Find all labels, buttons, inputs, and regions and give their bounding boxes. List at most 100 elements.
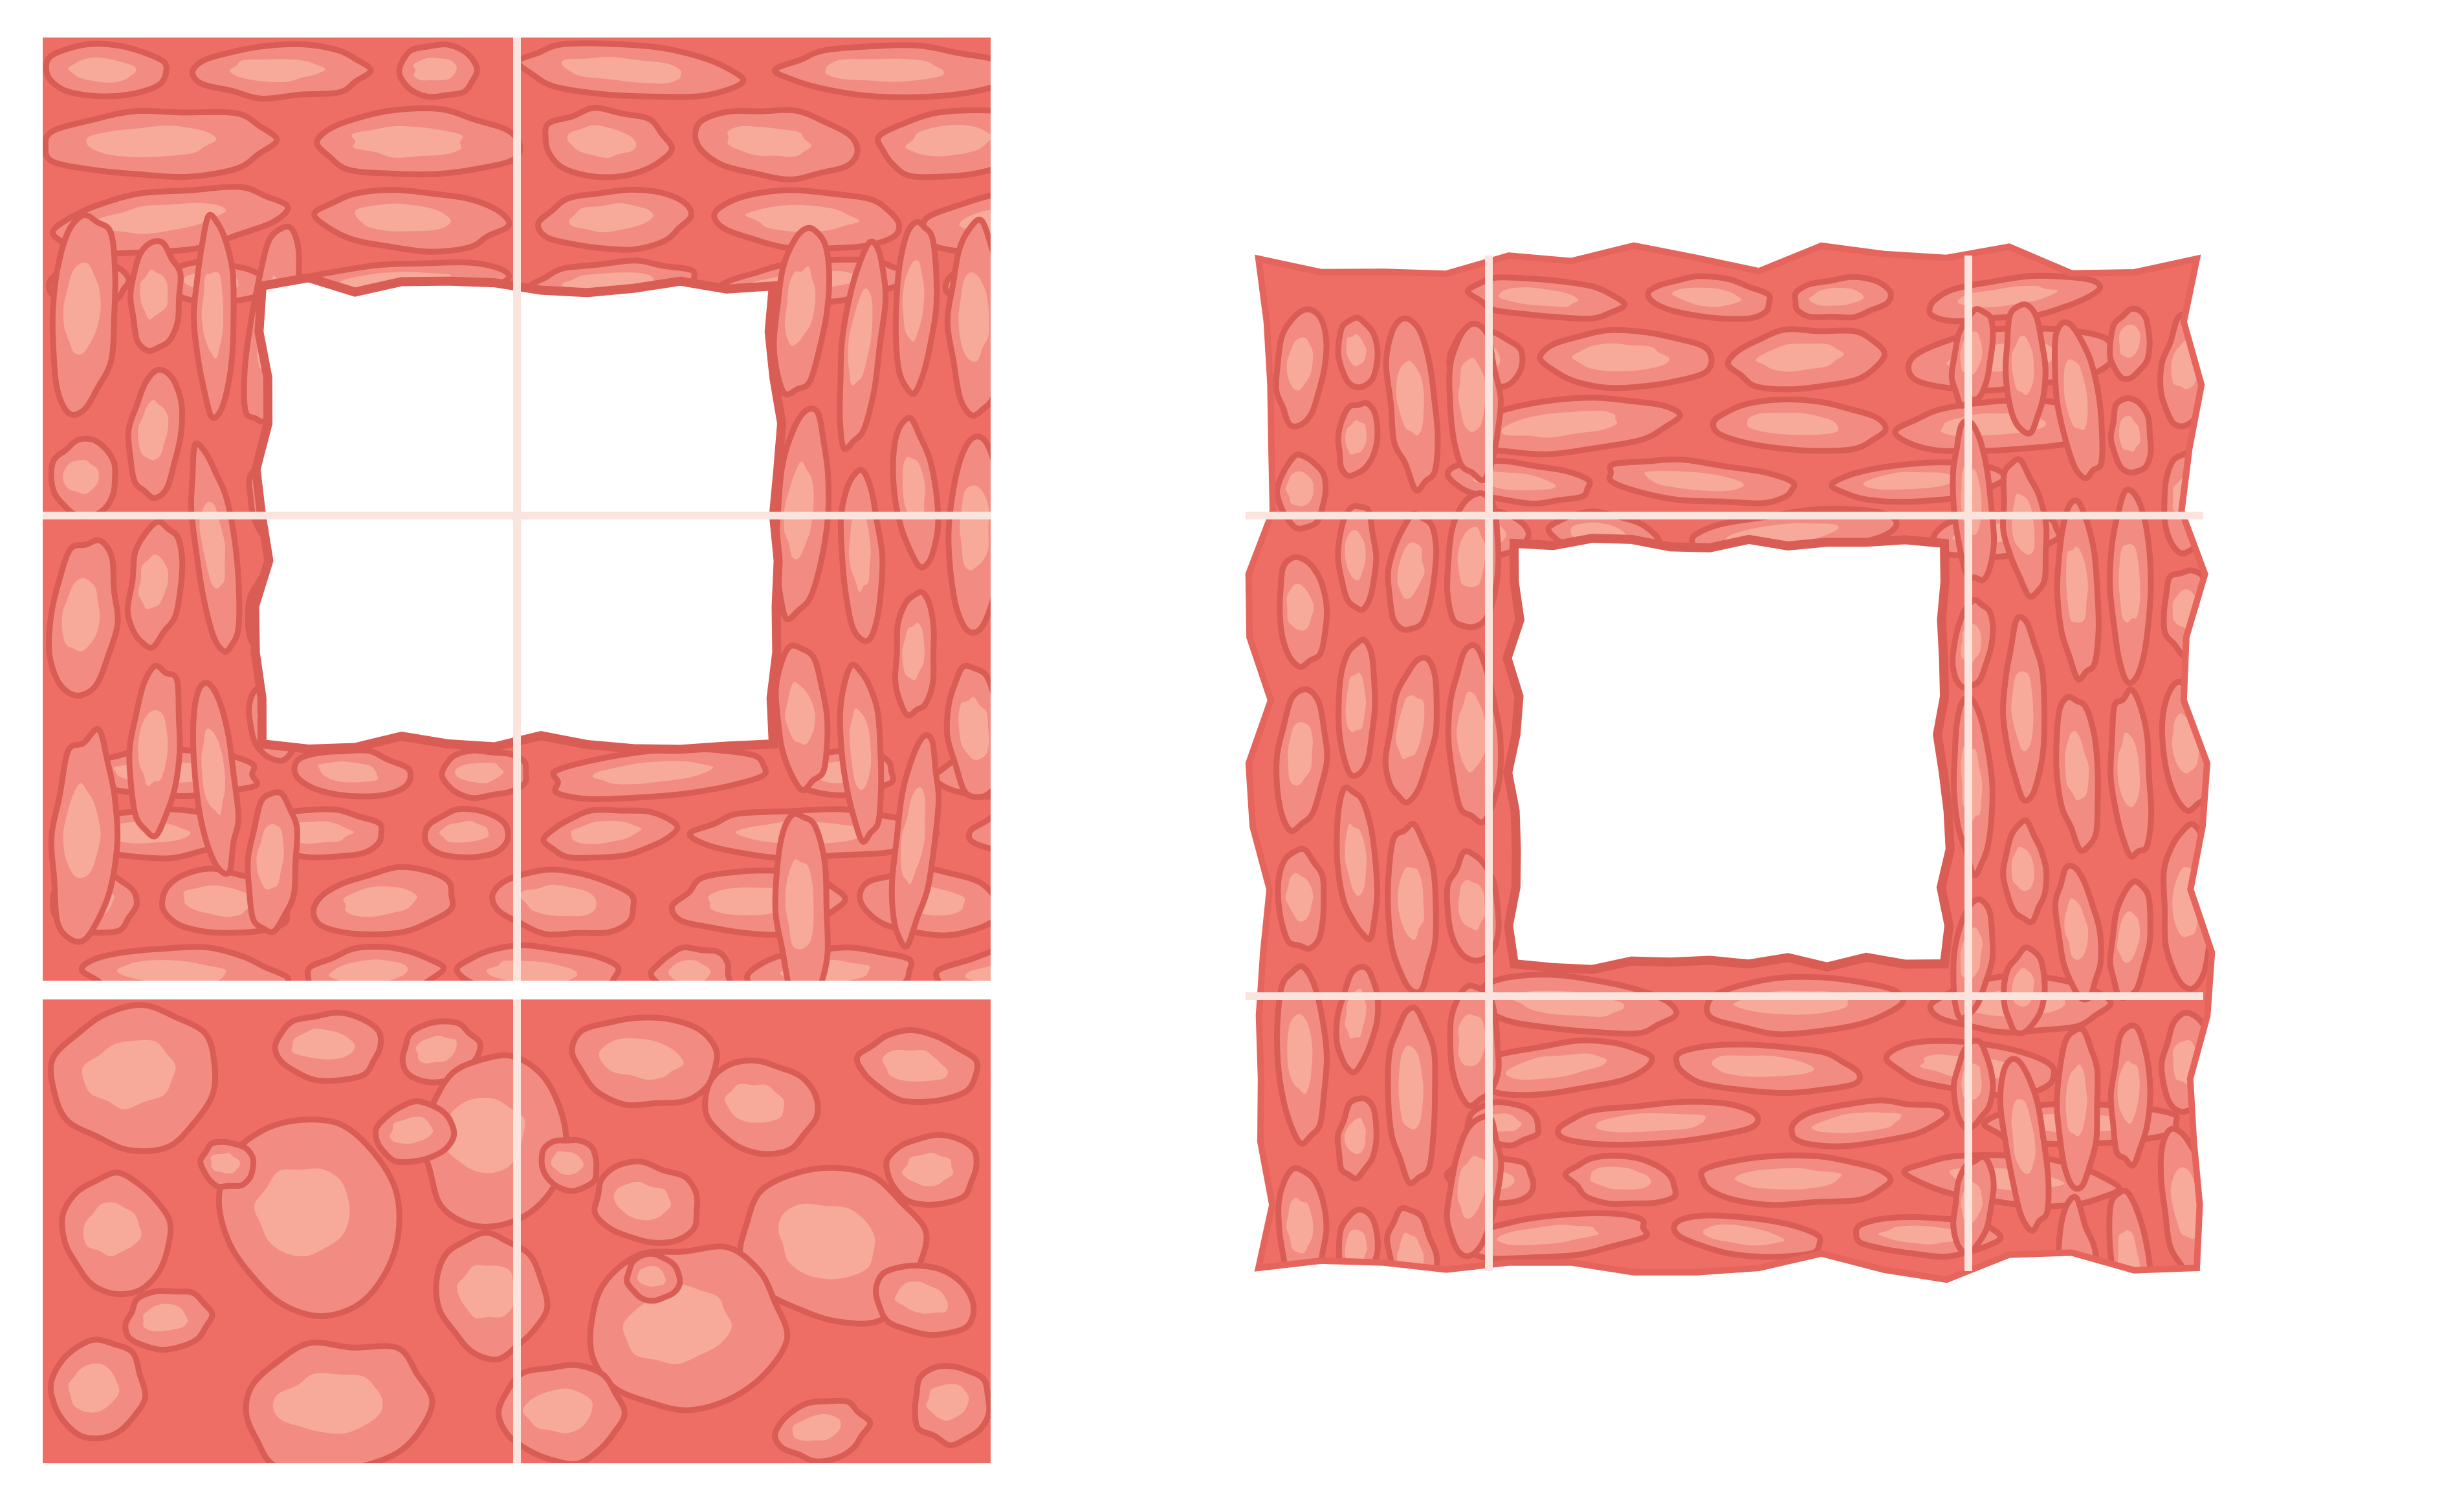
stone [892,589,937,719]
stone [1273,306,1330,430]
stone [188,440,243,655]
stone [396,41,480,100]
stone [122,1288,215,1353]
ring-inner-edge [1502,534,1955,974]
stone [1698,1152,1894,1208]
stone [215,1117,402,1320]
stone [1275,1165,1330,1280]
stone [1997,1056,2052,1234]
stone [773,642,831,794]
stone [291,747,414,800]
stone [1465,274,1628,322]
stone [853,1027,981,1105]
stone [43,108,280,180]
stone [1336,1206,1381,1280]
stone [1274,452,1329,532]
stone [1385,1005,1438,1186]
stone [1385,821,1439,996]
stone [888,732,942,950]
stone [197,1139,257,1190]
stone [1645,273,1773,322]
stone [1273,686,1330,834]
stone [1562,1153,1679,1207]
tile-grid-lines-right [1246,256,2203,1271]
stone [1466,395,1683,457]
stone [1335,314,1381,391]
stone [49,212,118,418]
stone [965,807,991,862]
wall-with-opening [43,38,991,981]
stone [771,42,991,100]
stone [304,944,447,981]
stone [873,1262,977,1338]
stone [1671,1212,1823,1260]
stone [1788,1097,1950,1150]
stone [243,1339,435,1463]
wall-stones [43,40,991,981]
stone [538,1137,600,1194]
stone [124,519,186,651]
stone [2000,817,2050,926]
stone [624,1250,683,1304]
stone [2107,305,2153,382]
stone [1607,456,1798,507]
stone [2054,1025,2101,1192]
stone [1335,400,1381,479]
stone [190,41,374,102]
stone [875,107,991,180]
stone [772,811,831,981]
stone [78,944,292,981]
stone [1446,320,1504,484]
stone [1725,326,1887,393]
stone [310,864,456,937]
stone [47,1336,149,1442]
stone [883,1131,980,1208]
stone [2107,686,2155,860]
stone [1334,1095,1380,1182]
stone [2107,395,2154,476]
stone [1336,637,1378,779]
stone [1274,963,1330,1147]
stone [912,1363,991,1448]
stone [944,217,991,419]
stone [2051,319,2106,481]
stone [48,435,118,520]
stone [540,807,681,861]
stone [550,745,769,803]
stone [48,726,121,945]
stone [417,1052,569,1230]
stone [1999,456,2050,600]
stone [692,107,861,183]
stone [454,942,622,981]
stone [892,219,940,397]
stone [1950,694,1996,878]
stone [1335,503,1380,613]
stone [535,186,694,253]
stone [2161,821,2212,992]
stone [1950,1153,1997,1256]
stone [311,187,512,255]
stone [245,789,300,935]
stone [489,866,637,938]
stone [126,662,183,840]
cave-entrance-tileset [39,38,996,1463]
tile-grid-lines-left [39,38,996,1463]
stone [837,238,889,452]
stone [2107,1022,2153,1169]
stone [1673,1041,1863,1096]
stone [2054,497,2102,682]
floor-stones [47,1002,991,1463]
stone [933,944,991,981]
stone [496,1362,628,1463]
stone [421,805,511,861]
stone [890,415,941,571]
stone [125,367,185,501]
stone [943,662,991,800]
stone [1385,510,1440,633]
ring-frame-tileset [1245,242,2216,1283]
stone [2053,693,2101,854]
stone [1792,274,1894,321]
stone [46,537,121,699]
opening-edge [250,273,787,754]
